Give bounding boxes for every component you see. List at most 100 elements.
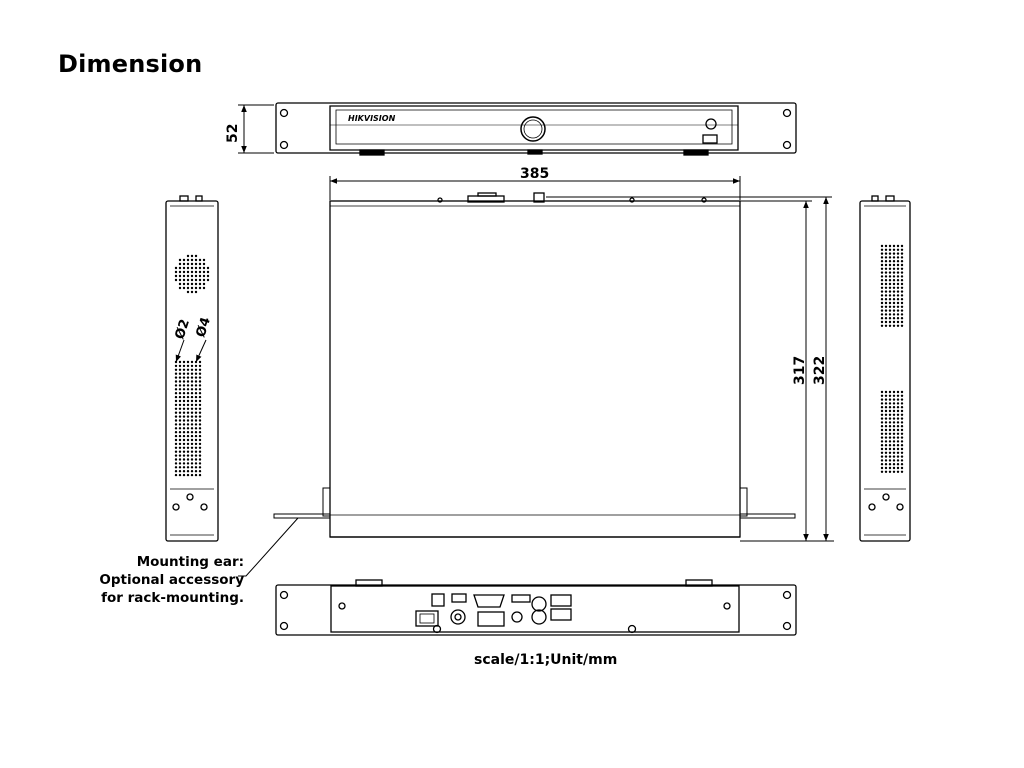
vent-hole	[880, 413, 884, 416]
rear-panel	[330, 585, 740, 633]
vent-hole	[186, 286, 190, 290]
vent-hole	[174, 473, 178, 477]
vent-hole	[178, 427, 182, 430]
vent-hole	[896, 248, 900, 251]
vent-hole	[182, 403, 186, 407]
vent-hole	[194, 364, 198, 368]
vent-hole	[178, 372, 182, 375]
vent-hole	[888, 244, 892, 248]
vent-hole	[892, 413, 896, 416]
vent-hole	[198, 399, 202, 403]
vent-hole	[178, 466, 182, 469]
vent-hole	[178, 419, 182, 422]
right-vent-holes	[880, 244, 904, 473]
vent-hole	[884, 394, 888, 397]
vent-hole	[190, 368, 194, 371]
rear-usb-port	[451, 593, 467, 603]
vent-hole	[182, 470, 186, 473]
vent-hole	[880, 279, 884, 282]
vent-hole	[888, 440, 892, 443]
vent-hole	[892, 409, 896, 413]
vent-hole	[178, 395, 182, 399]
vent-hole	[190, 360, 194, 364]
vent-hole	[178, 411, 182, 414]
front-power-button	[520, 116, 546, 142]
vent-hole	[178, 368, 182, 371]
vent-hole	[880, 417, 884, 420]
vent-hole	[182, 434, 186, 438]
vent-hole	[178, 278, 182, 282]
vent-hole	[198, 392, 202, 395]
vent-hole	[194, 266, 198, 270]
vent-hole	[884, 286, 888, 289]
vent-hole	[892, 417, 896, 420]
vent-hole	[186, 450, 190, 453]
vent-hole	[182, 372, 186, 375]
vent-hole	[186, 270, 190, 274]
vent-hole	[174, 415, 178, 418]
vent-hole	[900, 260, 904, 263]
vent-hole	[182, 399, 186, 403]
vent-hole	[884, 459, 888, 462]
vent-hole	[900, 301, 904, 305]
vent-hole	[190, 372, 194, 375]
vent-hole	[880, 244, 884, 248]
front-panel	[329, 105, 739, 151]
vent-hole	[194, 282, 198, 286]
vent-hole	[888, 394, 892, 397]
vent-hole	[888, 444, 892, 447]
vent-hole	[178, 462, 182, 465]
vent-hole	[198, 360, 202, 364]
depth-dimensions	[546, 196, 834, 542]
vent-hole	[186, 470, 190, 473]
vent-hole	[884, 248, 888, 251]
vent-hole	[880, 275, 884, 278]
vent-hole	[892, 275, 896, 278]
rear-dc-jack	[450, 609, 466, 625]
vent-hole	[174, 438, 178, 442]
front-brand-logo: HIKVISION	[348, 114, 396, 123]
vent-hole	[892, 466, 896, 470]
vent-hole	[202, 286, 206, 290]
vent-hole	[896, 436, 900, 439]
vent-hole	[206, 270, 210, 274]
vent-hole	[182, 462, 186, 465]
vent-hole	[198, 470, 202, 473]
vent-hole	[900, 447, 904, 451]
vent-hole	[202, 278, 206, 282]
vent-hole	[182, 376, 186, 379]
vent-hole	[186, 380, 190, 383]
vent-hole	[182, 270, 186, 274]
vent-hole	[896, 244, 900, 248]
vent-hole	[178, 262, 182, 266]
vent-hole	[888, 320, 892, 324]
vent-hole	[182, 411, 186, 414]
vent-hole	[880, 248, 884, 251]
vent-hole	[880, 290, 884, 293]
vent-hole	[900, 451, 904, 454]
vent-hole	[174, 278, 178, 282]
vent-hole	[182, 392, 186, 395]
vent-hole	[900, 282, 904, 286]
vent-hole	[888, 313, 892, 316]
height-dimension	[238, 104, 274, 154]
vent-hole	[198, 395, 202, 399]
vent-hole	[896, 279, 900, 282]
vent-hole	[900, 286, 904, 289]
vent-hole	[888, 413, 892, 416]
vent-hole	[900, 440, 904, 443]
vent-hole	[190, 274, 194, 278]
vent-hole	[896, 470, 900, 473]
vent-hole	[174, 454, 178, 457]
page-title: Dimension	[58, 50, 203, 78]
vent-hole	[194, 419, 198, 422]
vent-hole	[884, 421, 888, 424]
vent-hole	[884, 317, 888, 320]
vent-hole	[174, 270, 178, 274]
vent-hole	[190, 427, 194, 430]
vent-hole	[900, 459, 904, 462]
vent-hole	[190, 254, 194, 258]
vent-hole	[900, 256, 904, 259]
vent-hole	[896, 455, 900, 458]
